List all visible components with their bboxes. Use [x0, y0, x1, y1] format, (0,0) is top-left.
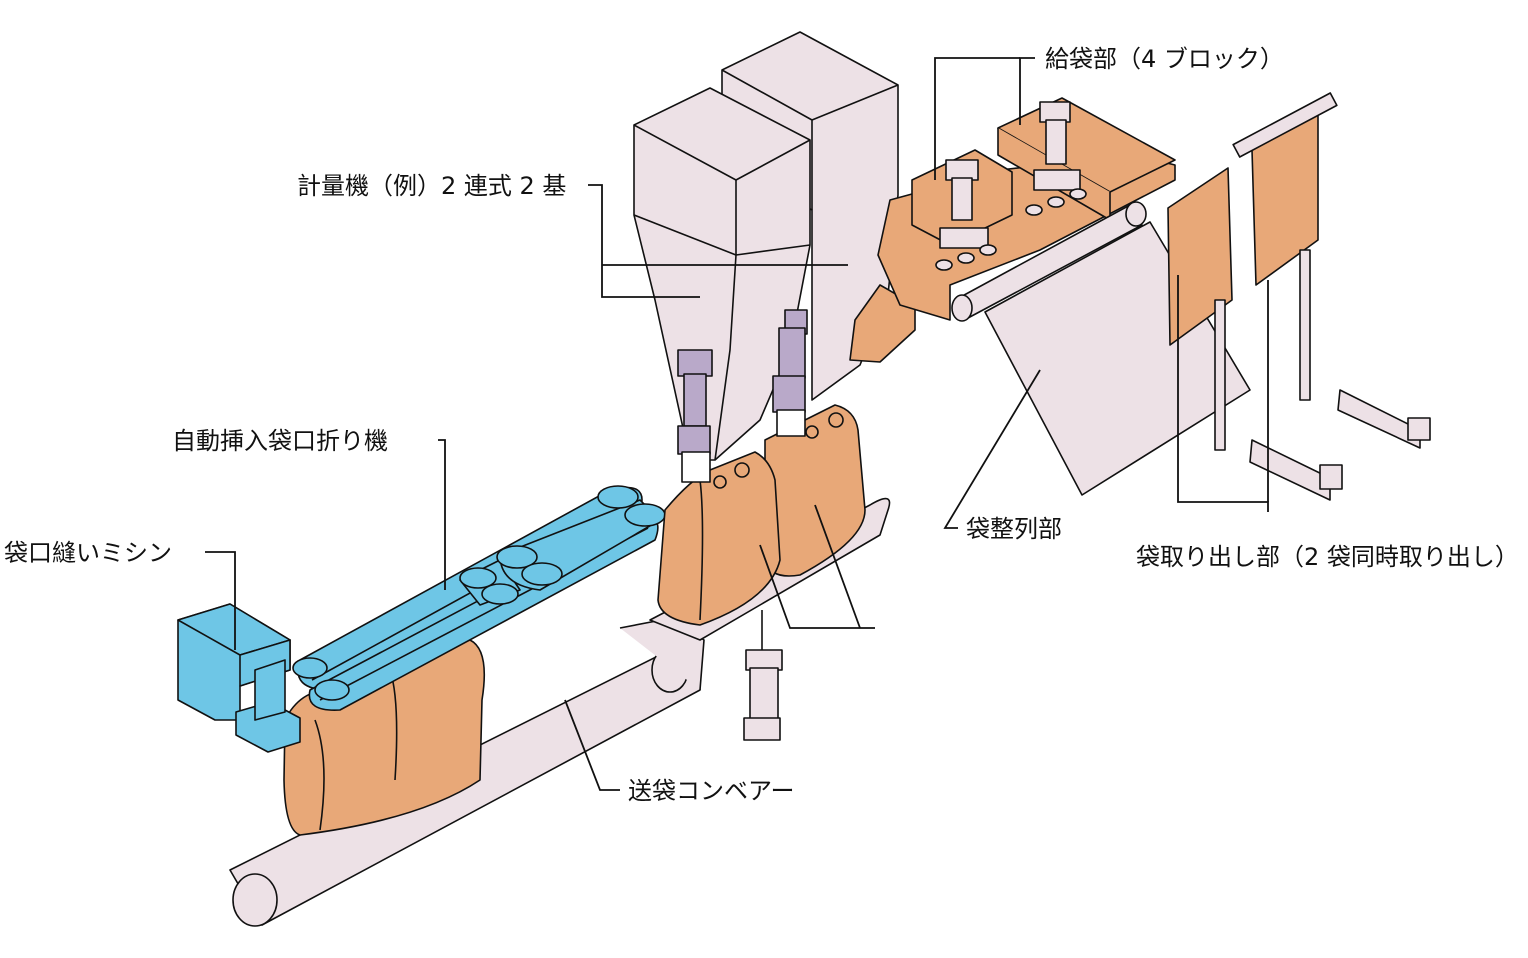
sewing-machine — [177, 603, 301, 753]
label-sewing: 袋口縫いミシン — [4, 539, 172, 567]
roller — [951, 201, 1147, 322]
filled-bags — [657, 404, 866, 626]
label-bag-feeder: 給袋部（4 ブロック） — [1045, 45, 1284, 73]
lift-cylinder — [743, 610, 783, 741]
label-folder: 自動挿入袋口折り機 — [172, 427, 388, 455]
leader-lines — [205, 57, 1269, 791]
label-takeout: 袋取り出し部（2 袋同時取り出し） — [1136, 543, 1519, 571]
bag-feeder-blocks — [849, 97, 1176, 363]
label-aligner: 袋整列部 — [966, 515, 1062, 543]
takeout-unit — [1167, 92, 1431, 501]
folder-belts — [292, 485, 666, 711]
label-conveyor: 送袋コンベアー — [628, 777, 795, 805]
label-weigher: 計量機（例）2 連式 2 基 — [297, 172, 566, 200]
clamp-cylinders — [677, 309, 808, 483]
